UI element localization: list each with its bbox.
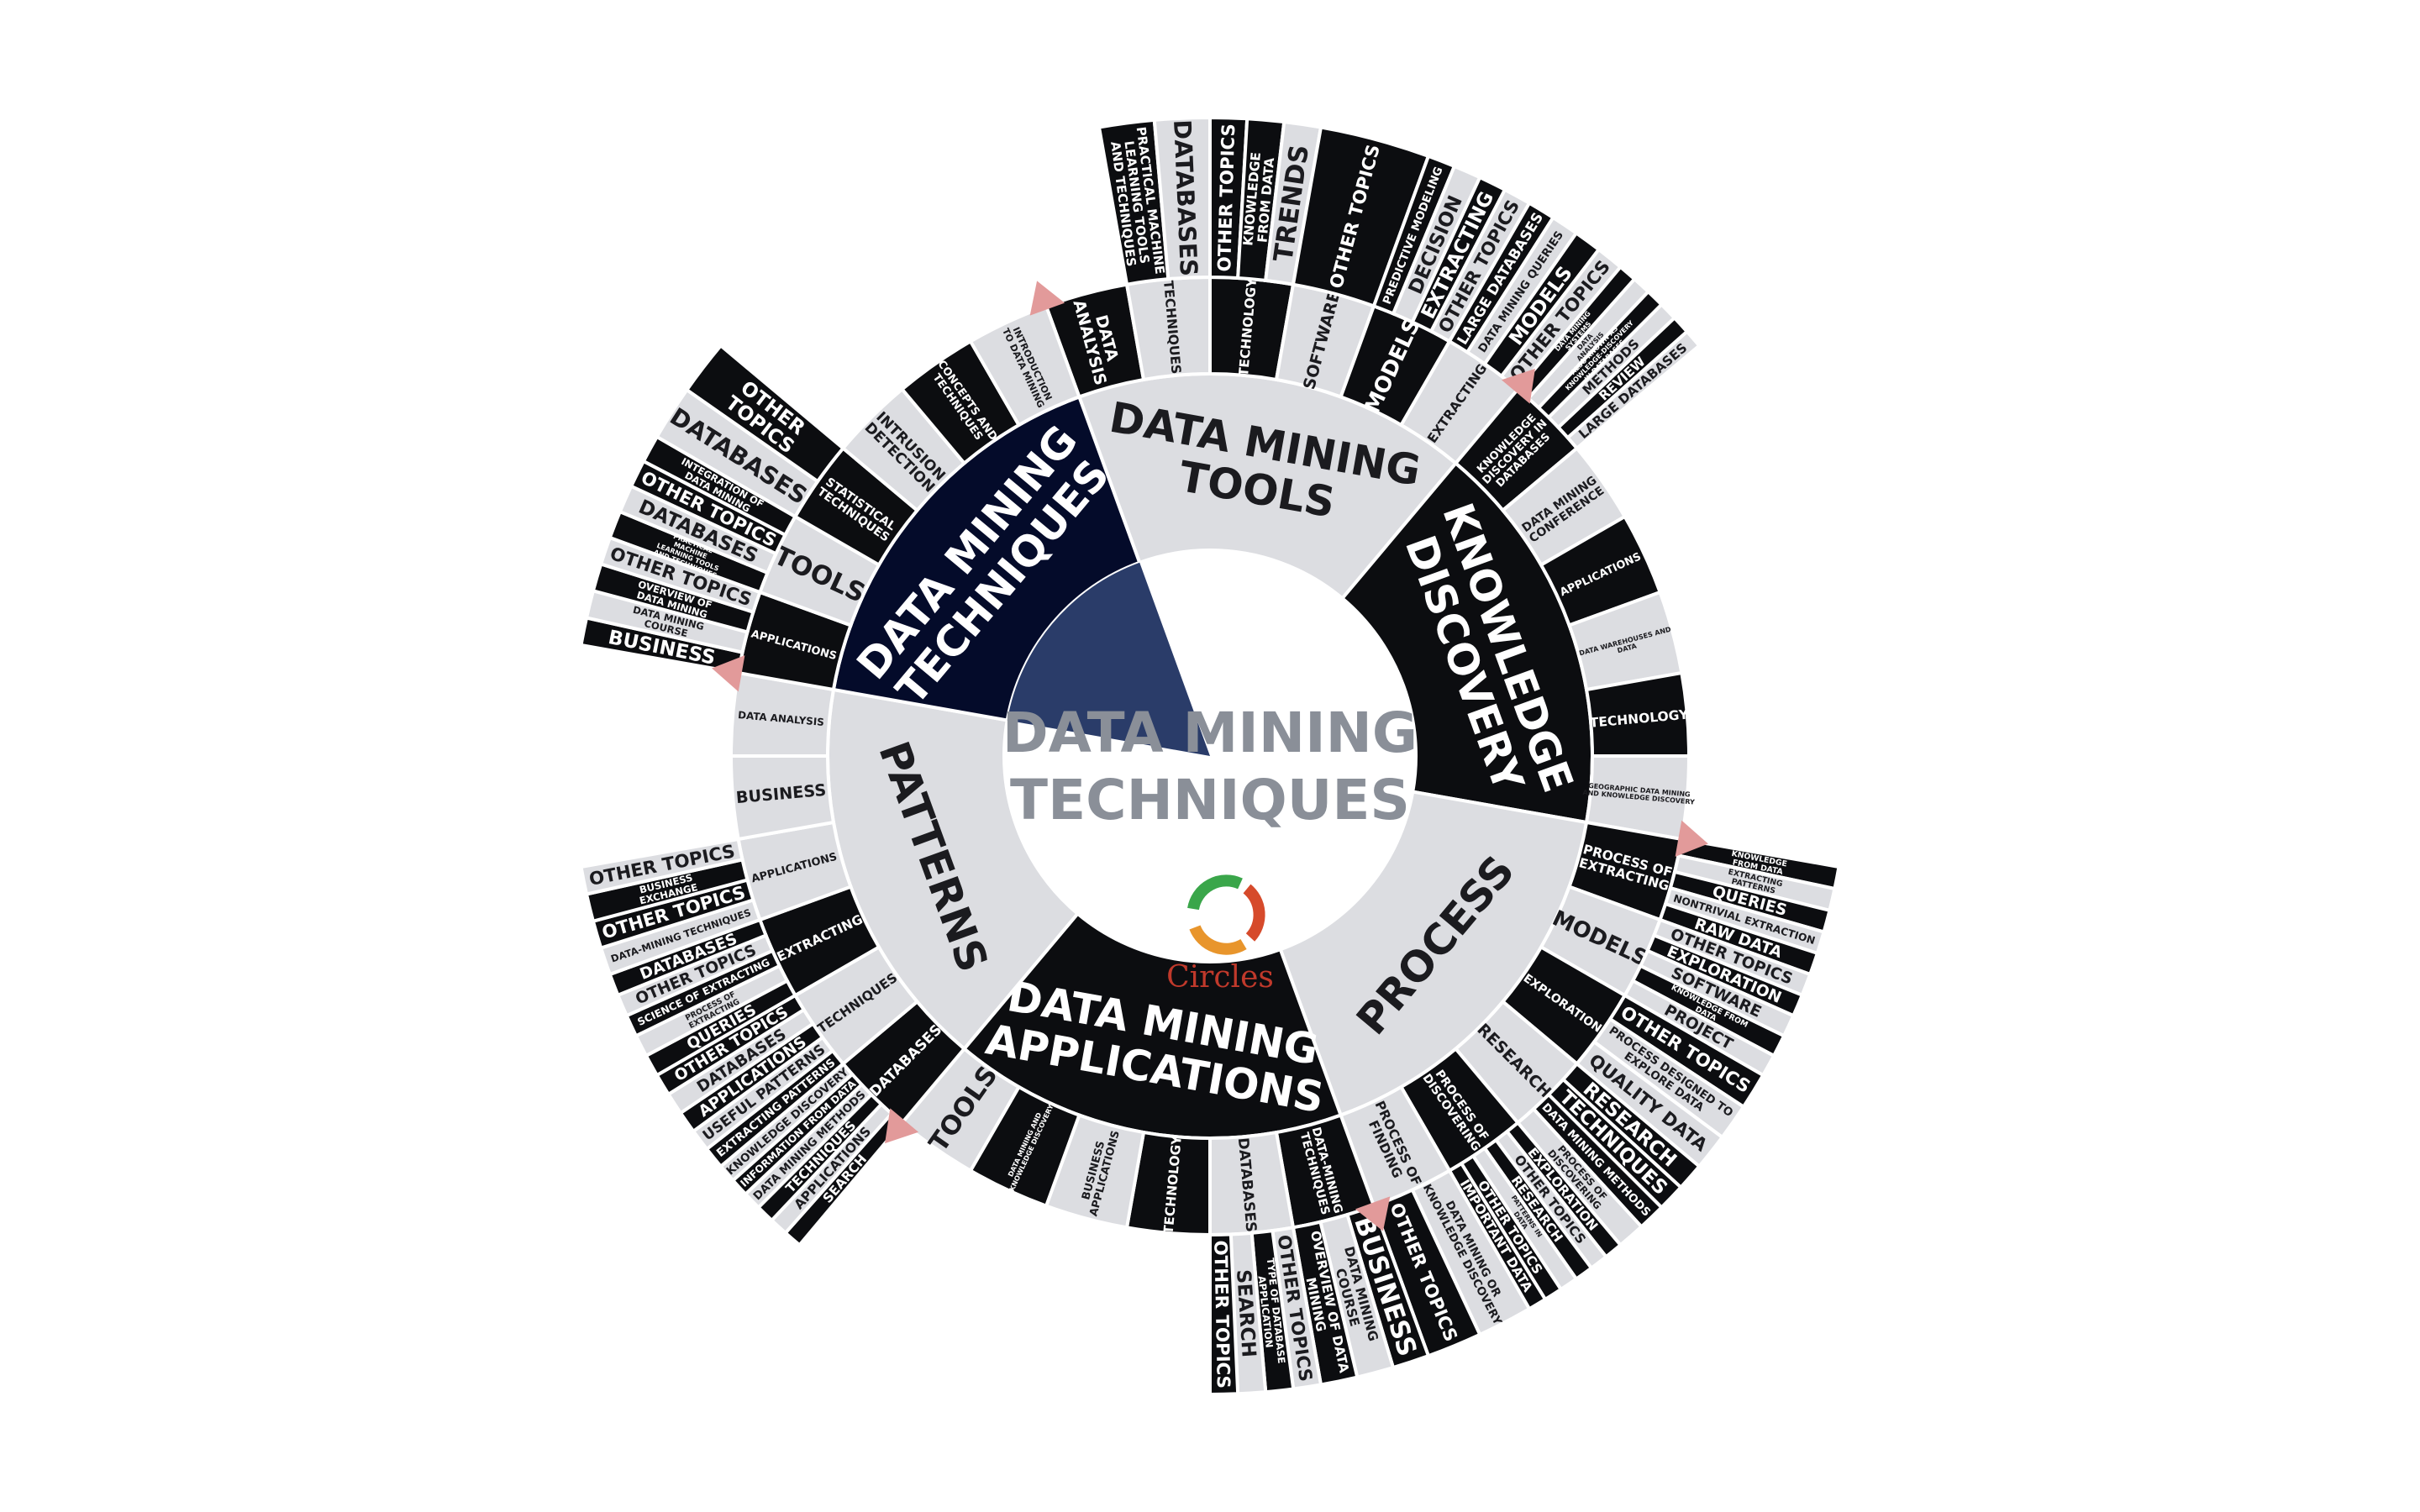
boundary-marker-patterns — [885, 1108, 919, 1144]
leaf-data-mining-tools-databases-1-1-label: DATABASES — [1168, 119, 1202, 277]
boundary-marker-knowledge-discovery — [1501, 368, 1535, 404]
logo-arc-orange — [1189, 925, 1247, 955]
brand-name: Circles — [1166, 960, 1274, 995]
leaf-data-mining-applications-other-topics-1-3-label: OTHER TOPICS — [1209, 1240, 1234, 1389]
leaf-data-mining-tools-practical-machine-learning-tools-and-techniques-1-0-label: PRACTICAL MACHINELEARNING TOOLSAND TECHN… — [1106, 126, 1167, 279]
logo-arc-green — [1187, 874, 1243, 911]
boundary-marker-data-mining-applications — [1355, 1196, 1391, 1231]
center-title-line2: TECHNIQUES — [1010, 768, 1410, 832]
center-title-line1: DATA MINING — [1002, 701, 1418, 765]
leaf-data-mining-tools-other-topics-2-0-label: OTHER TOPICS — [1214, 123, 1239, 272]
boundary-marker-data-mining-techniques — [712, 655, 745, 692]
boundary-marker-process — [1675, 820, 1708, 857]
boundary-marker-data-mining-tools — [1029, 281, 1065, 316]
logo-arc-red — [1243, 884, 1265, 942]
center-hub: DATA MINING TECHNIQUES Circles — [1002, 550, 1418, 995]
circles-logo — [1187, 874, 1265, 955]
highlight-wedge — [1007, 562, 1210, 756]
sub-data-mining-techniques-introduction-to-data-mining[interactable] — [968, 303, 1081, 428]
